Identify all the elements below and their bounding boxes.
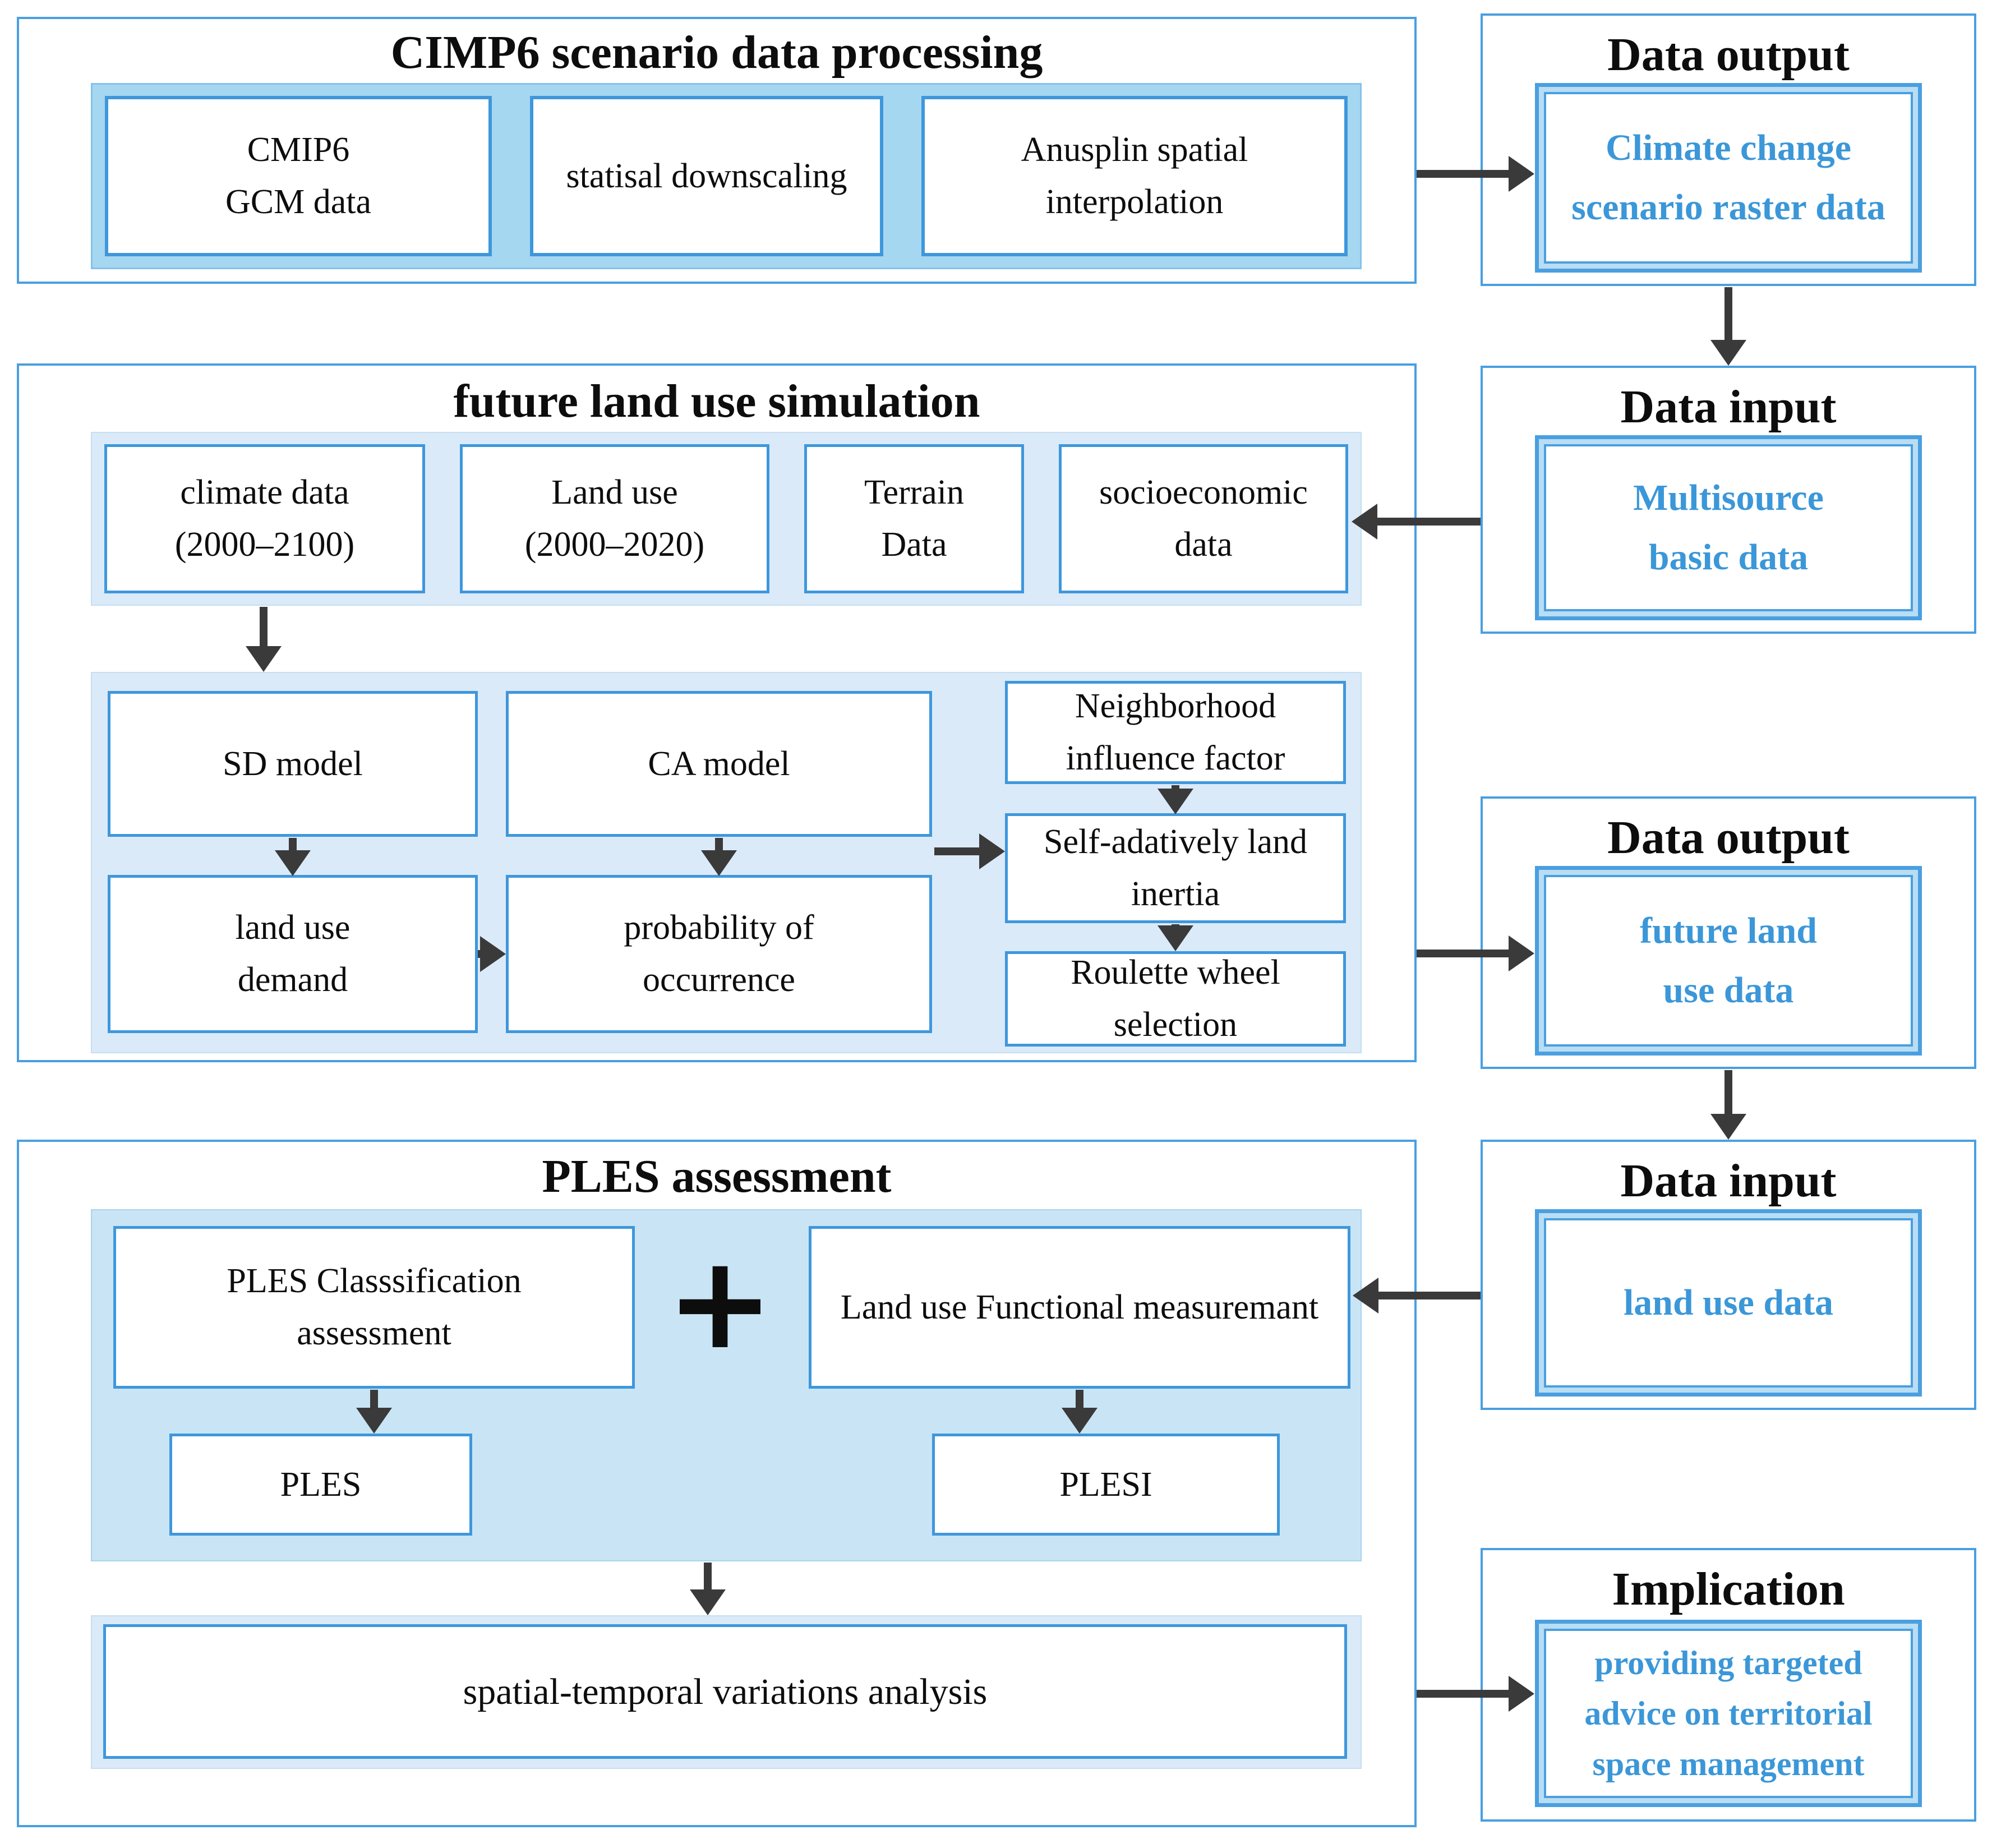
arrow-sd-to-demand-head bbox=[275, 850, 311, 876]
climate-scenario-raster-data-label: Climate change scenario raster data bbox=[1544, 92, 1913, 264]
box-ca-model: CA model bbox=[506, 691, 932, 837]
arrow-classification-to-ples-head bbox=[356, 1408, 392, 1434]
box-multisource-basic-data: Multisource basic data bbox=[1535, 435, 1922, 620]
arrow-classification-to-ples-shaft bbox=[370, 1390, 378, 1408]
box-ples-classification-assessment: PLES Classsification assessment bbox=[113, 1226, 635, 1389]
box-self-adaptive-land-inertia: Self-adatively land inertia bbox=[1005, 813, 1346, 923]
section-data-input-multisource: Data input Multisource basic data bbox=[1481, 366, 1976, 634]
implication-title: Implication bbox=[1612, 1563, 1845, 1615]
section-future-land-use-simulation: future land use simulation climate data … bbox=[17, 363, 1417, 1062]
box-sd-model: SD model bbox=[108, 691, 478, 837]
ples-section-title: PLES assessment bbox=[542, 1150, 892, 1202]
box-spatial-temporal-variations-analysis: spatial-temporal variations analysis bbox=[103, 1624, 1347, 1759]
arrow-analysis-to-implication-head bbox=[1509, 1676, 1534, 1712]
section-implication: Implication providing targeted advice on… bbox=[1481, 1548, 1976, 1822]
box-land-use-data: Land use (2000–2020) bbox=[460, 444, 769, 593]
arrow-output1-to-input1-head bbox=[1710, 340, 1746, 366]
cimp6-container: CMIP6 GCM data statisal downscaling Anus… bbox=[91, 83, 1362, 269]
box-climate-data: climate data (2000–2100) bbox=[104, 444, 425, 593]
cimp6-section-title: CIMP6 scenario data processing bbox=[390, 26, 1043, 79]
arrow-ca-to-inertia-shaft bbox=[934, 847, 981, 855]
analysis-container: spatial-temporal variations analysis bbox=[91, 1615, 1362, 1769]
data-input-2-title: Data input bbox=[1620, 1155, 1837, 1207]
plus-icon: + bbox=[666, 1228, 774, 1378]
land-use-data-label: land use data bbox=[1544, 1218, 1913, 1388]
box-plesi: PLESI bbox=[932, 1434, 1280, 1536]
box-implication-advice: providing targeted advice on territorial… bbox=[1535, 1620, 1922, 1807]
simulation-section-title: future land use simulation bbox=[453, 375, 980, 427]
arrow-simulation-to-output2-head bbox=[1509, 935, 1534, 971]
arrow-ca-to-inertia-head bbox=[979, 833, 1005, 869]
arrow-demand-to-probability-head bbox=[480, 936, 506, 972]
arrow-ca-to-probability-head bbox=[701, 850, 737, 876]
box-ples: PLES bbox=[169, 1434, 472, 1536]
arrow-climate-to-models-shaft bbox=[260, 607, 268, 648]
box-neighborhood-influence-factor: Neighborhood influence factor bbox=[1005, 681, 1346, 784]
arrow-ples-to-analysis-shaft bbox=[704, 1563, 712, 1591]
arrow-ples-to-analysis-head bbox=[690, 1589, 726, 1615]
arrow-analysis-to-implication-shaft bbox=[1417, 1690, 1513, 1698]
ples-assessment-container: PLES Classsification assessment + Land u… bbox=[91, 1209, 1362, 1561]
section-data-input-land-use: Data input land use data bbox=[1481, 1140, 1976, 1410]
box-statistical-downscaling: statisal downscaling bbox=[530, 96, 883, 256]
box-anusplin-interpolation: Anusplin spatial interpolation bbox=[921, 96, 1348, 256]
section-ples-assessment: PLES assessment PLES Classsification ass… bbox=[17, 1140, 1417, 1827]
arrow-cimp6-to-output-head bbox=[1509, 156, 1534, 192]
arrow-output2-to-input2-shaft bbox=[1724, 1070, 1732, 1115]
data-input-1-title: Data input bbox=[1620, 381, 1837, 433]
future-land-use-data-label: future land use data bbox=[1544, 875, 1913, 1047]
data-output-1-title: Data output bbox=[1607, 29, 1850, 81]
simulation-models-container: SD model CA model land use demand probab… bbox=[91, 672, 1362, 1053]
box-terrain-data: Terrain Data bbox=[804, 444, 1024, 593]
arrow-functional-to-plesi-head bbox=[1062, 1408, 1098, 1434]
arrow-cimp6-to-output-shaft bbox=[1417, 170, 1513, 178]
arrow-output2-to-input2-head bbox=[1710, 1114, 1746, 1140]
arrow-functional-to-plesi-shaft bbox=[1076, 1390, 1083, 1408]
data-output-2-title: Data output bbox=[1607, 812, 1850, 864]
arrow-input1-to-socioeconomic-head bbox=[1352, 504, 1377, 540]
arrow-simulation-to-output2-shaft bbox=[1417, 950, 1513, 957]
box-land-use-data-input: land use data bbox=[1535, 1209, 1922, 1397]
arrow-neighborhood-to-inertia-head bbox=[1158, 789, 1193, 814]
arrow-climate-to-models-head bbox=[246, 646, 282, 672]
box-socioeconomic-data: socioeconomic data bbox=[1059, 444, 1348, 593]
arrow-input2-to-functional-head bbox=[1353, 1278, 1378, 1314]
arrow-input1-to-socioeconomic-shaft bbox=[1377, 518, 1481, 526]
section-data-output-climate: Data output Climate change scenario rast… bbox=[1481, 13, 1976, 286]
box-land-use-demand: land use demand bbox=[108, 875, 478, 1033]
arrow-ca-to-probability-shaft bbox=[715, 838, 723, 852]
box-future-land-use-data: future land use data bbox=[1535, 866, 1922, 1056]
section-data-output-future-land-use: Data output future land use data bbox=[1481, 796, 1976, 1069]
box-probability-of-occurrence: probability of occurrence bbox=[506, 875, 932, 1033]
multisource-basic-data-label: Multisource basic data bbox=[1544, 444, 1913, 611]
box-climate-scenario-raster-data: Climate change scenario raster data bbox=[1535, 83, 1922, 273]
box-roulette-wheel-selection: Roulette wheel selection bbox=[1005, 951, 1346, 1047]
box-cmip6-gcm-data: CMIP6 GCM data bbox=[105, 96, 492, 256]
arrow-input2-to-functional-shaft bbox=[1378, 1292, 1481, 1299]
box-land-use-functional-measurement: Land use Functional measuremant bbox=[809, 1226, 1350, 1389]
implication-advice-label: providing targeted advice on territorial… bbox=[1544, 1629, 1913, 1798]
arrow-sd-to-demand-shaft bbox=[289, 838, 297, 852]
arrow-output1-to-input1-shaft bbox=[1724, 287, 1732, 341]
arrow-inertia-to-roulette-head bbox=[1158, 925, 1193, 951]
simulation-inputs-container: climate data (2000–2100) Land use (2000–… bbox=[91, 432, 1362, 606]
section-cimp6-processing: CIMP6 scenario data processing CMIP6 GCM… bbox=[17, 17, 1417, 284]
